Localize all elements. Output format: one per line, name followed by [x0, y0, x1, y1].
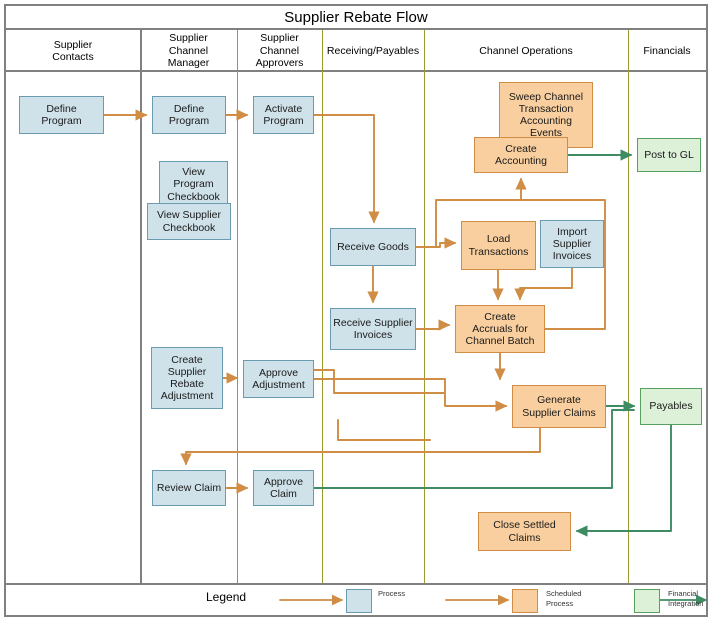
node-post-to-gl[interactable]: Post to GL — [637, 138, 701, 172]
lane-divider-channel-operations — [424, 30, 425, 583]
legend-label-process: Process — [378, 589, 406, 598]
legend-swatch-process — [346, 589, 372, 613]
lane-header-financials: Financials — [628, 30, 706, 72]
legend-swatch-scheduled-process — [512, 589, 538, 613]
lane-header-label: Financials — [643, 44, 691, 57]
node-payables[interactable]: Payables — [640, 388, 702, 425]
page-title: Supplier Rebate Flow — [284, 8, 428, 26]
legend-swatch-financial-integration — [634, 589, 660, 613]
node-label: Post to GL — [644, 148, 694, 161]
node-review-claim[interactable]: Review Claim — [152, 470, 226, 506]
lane-header-channel-operations: Channel Operations — [424, 30, 628, 72]
node-label: Receive Goods — [337, 240, 409, 253]
node-receive-goods[interactable]: Receive Goods — [330, 228, 416, 266]
node-label: Review Claim — [156, 481, 222, 494]
lane-divider-supplier-channel-approvers — [237, 30, 238, 583]
lane-header-label: Channel Operations — [479, 44, 573, 57]
diagram-title: Supplier Rebate Flow — [6, 6, 706, 30]
legend-title: Legend — [206, 590, 247, 604]
lane-divider-receiving-payables — [322, 30, 323, 583]
node-label: Payables — [649, 400, 693, 413]
lane-header-label: Receiving/Payables — [326, 44, 420, 57]
lane-divider-financials — [628, 30, 629, 583]
lane-header-receiving-payables: Receiving/Payables — [322, 30, 424, 72]
lane-divider-supplier-channel-manager — [140, 30, 142, 583]
